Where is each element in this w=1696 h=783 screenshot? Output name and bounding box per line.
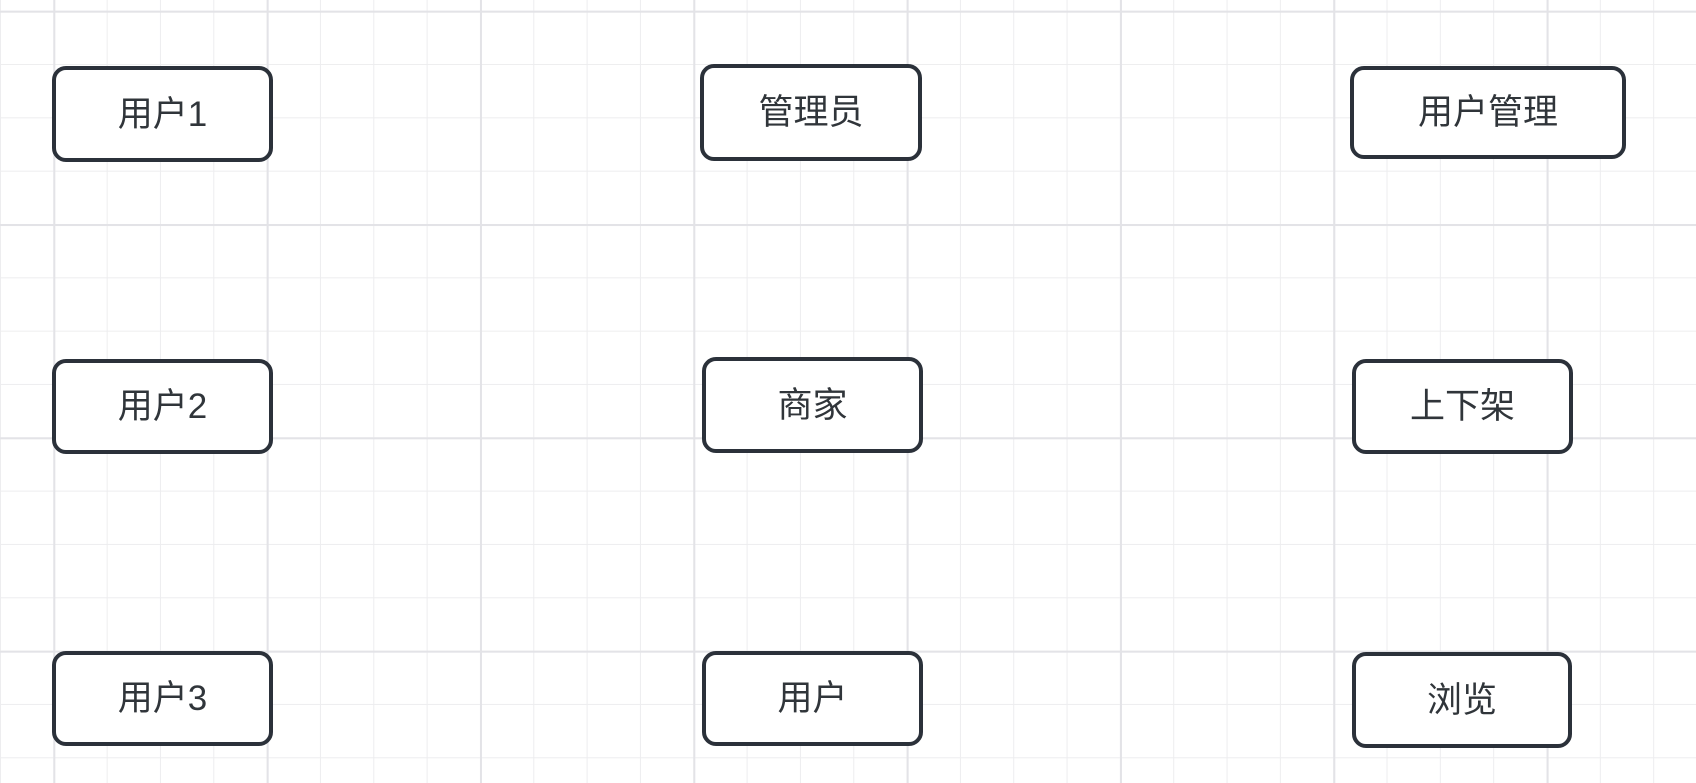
- diagram-node-merchant[interactable]: 商家: [702, 357, 923, 453]
- diagram-node-label: 用户1: [117, 94, 208, 134]
- diagram-node-label: 管理员: [758, 93, 864, 132]
- diagram-node-user2[interactable]: 用户2: [52, 359, 273, 454]
- diagram-node-browse[interactable]: 浏览: [1352, 652, 1572, 748]
- diagram-node-admin[interactable]: 管理员: [700, 64, 922, 161]
- diagram-node-label: 用户3: [117, 679, 208, 718]
- diagram-node-label: 商家: [777, 385, 848, 425]
- diagram-node-label: 用户管理: [1417, 93, 1558, 132]
- diagram-node-label: 上下架: [1409, 387, 1515, 426]
- diagram-node-user[interactable]: 用户: [702, 651, 923, 746]
- diagram-node-user-management[interactable]: 用户管理: [1350, 66, 1626, 159]
- diagram-node-label: 浏览: [1426, 680, 1497, 720]
- diagram-node-shelf-toggle[interactable]: 上下架: [1352, 359, 1573, 454]
- diagram-node-user3[interactable]: 用户3: [52, 651, 273, 746]
- diagram-node-user1[interactable]: 用户1: [52, 66, 273, 162]
- diagram-node-label: 用户: [777, 679, 848, 718]
- diagram-node-label: 用户2: [117, 387, 208, 426]
